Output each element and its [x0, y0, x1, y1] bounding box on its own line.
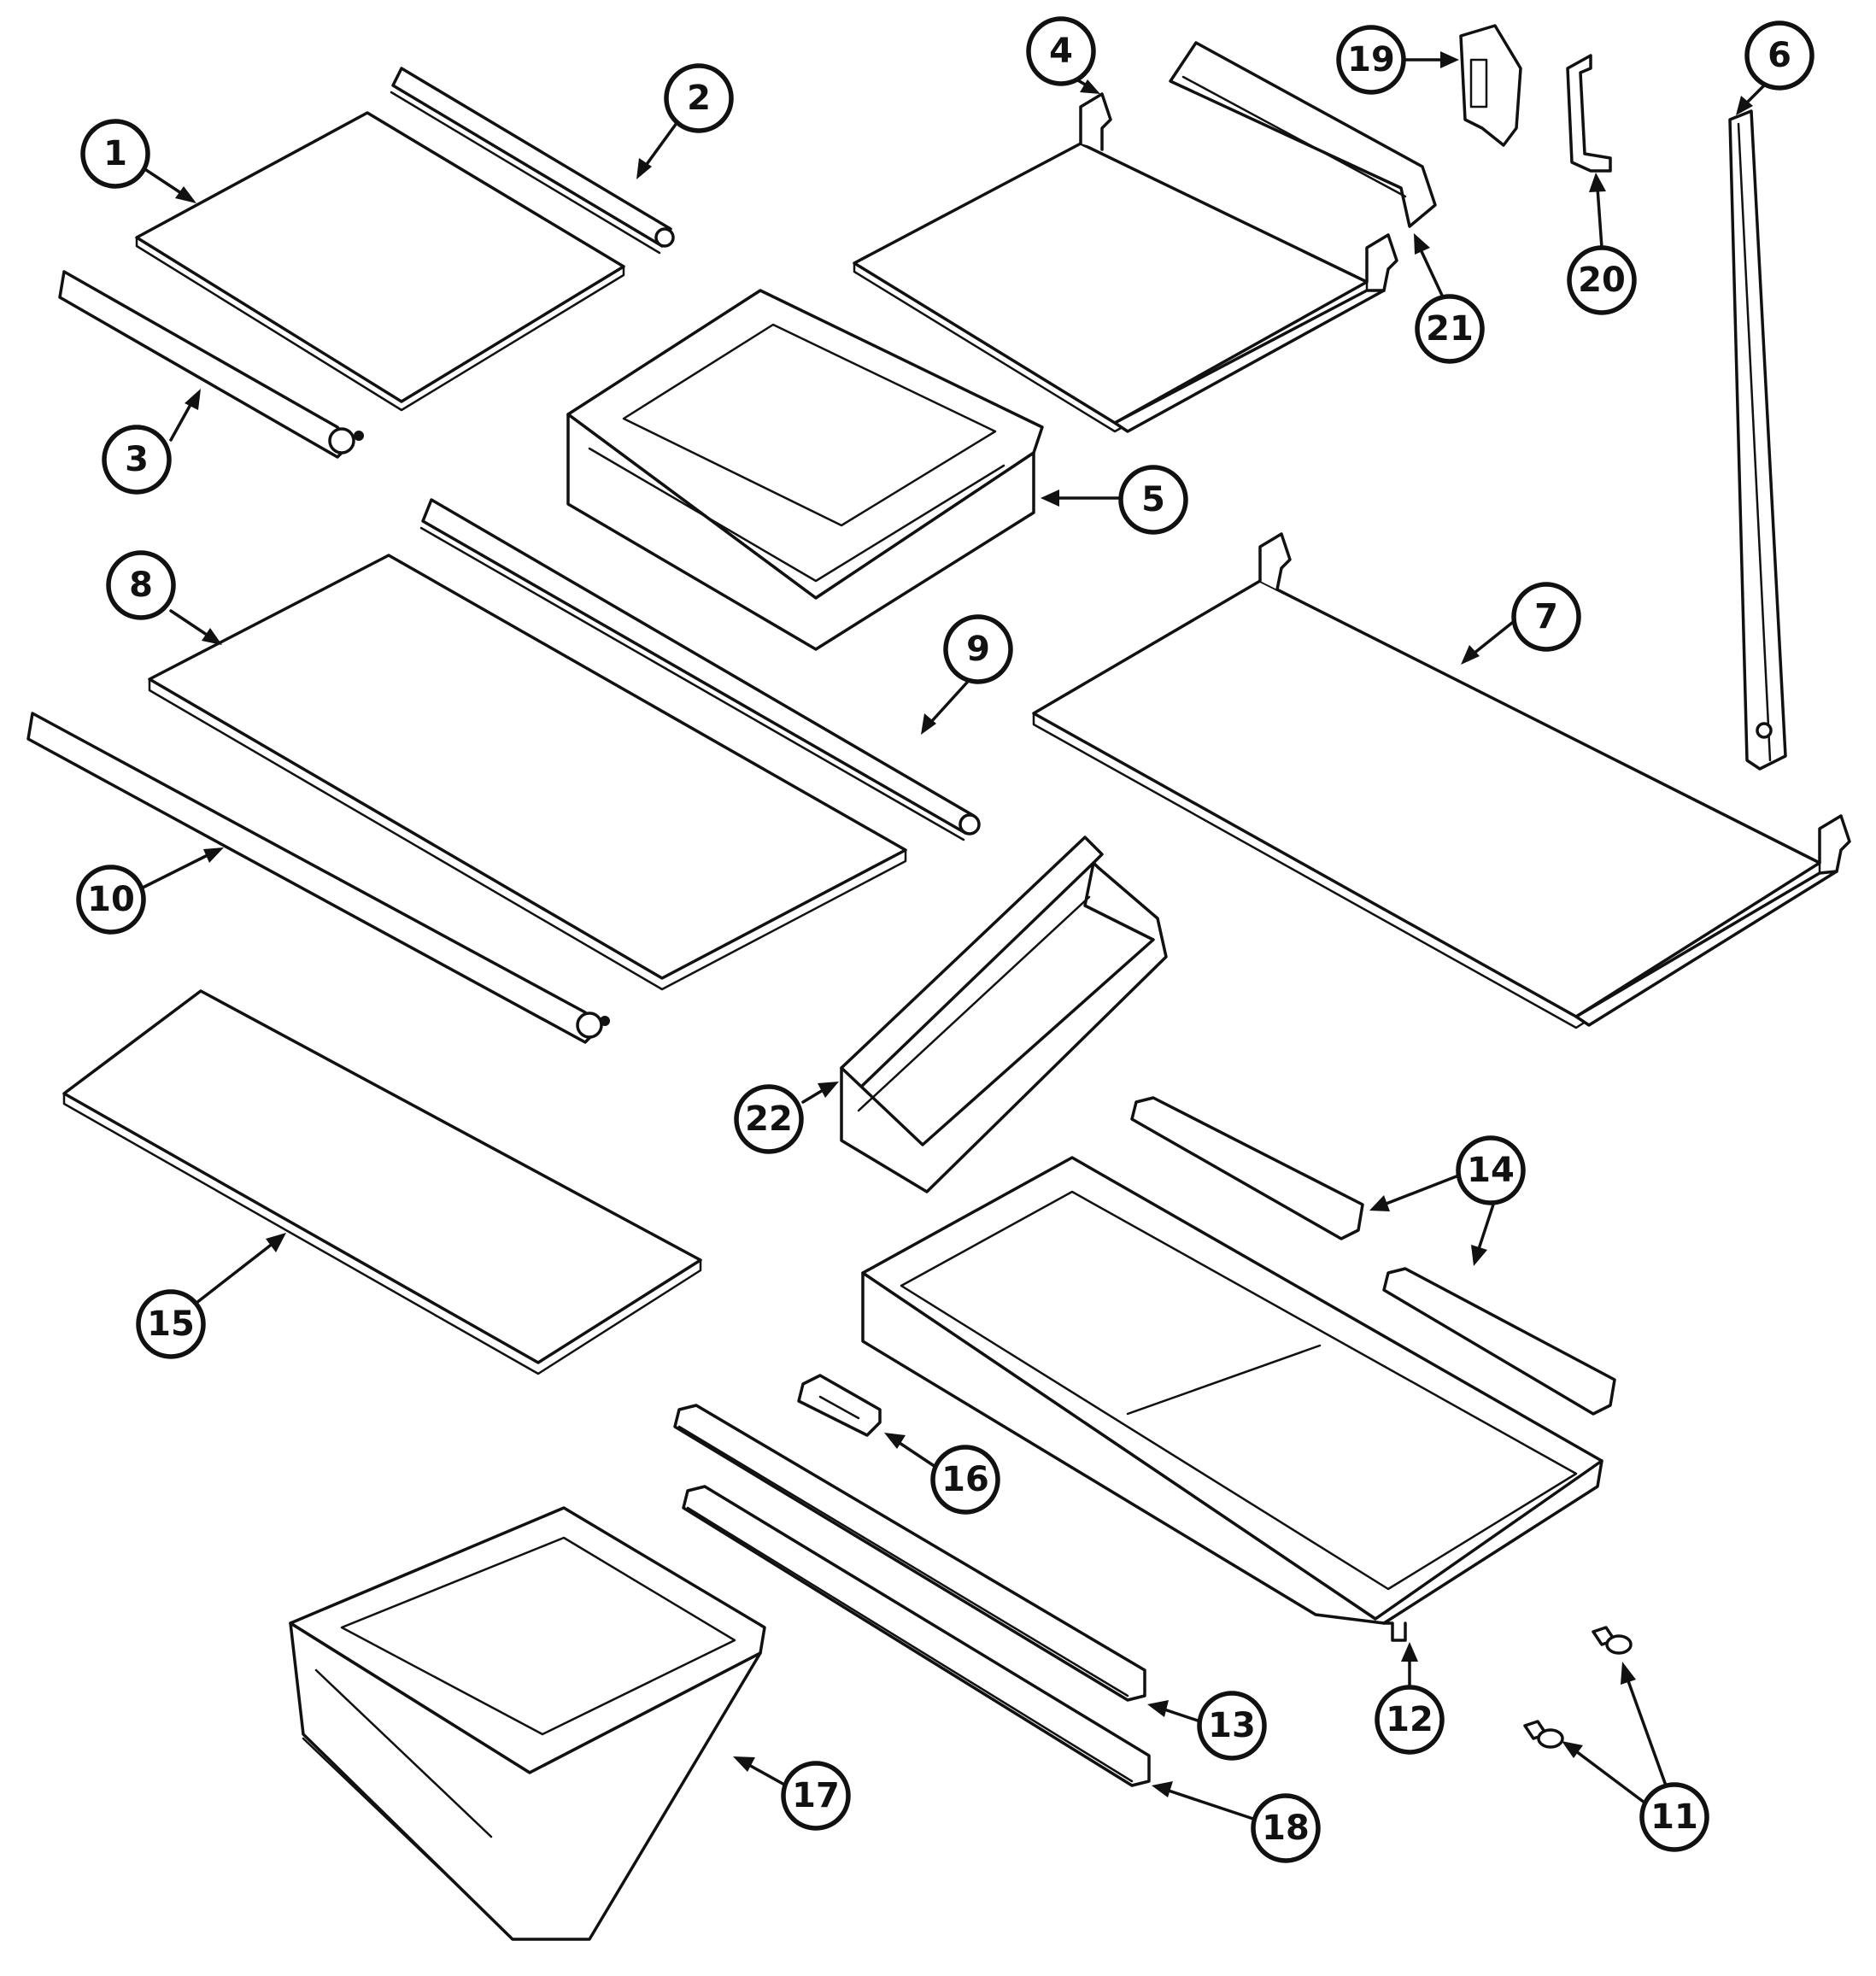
callout-6: 6: [1744, 21, 1814, 91]
part-10-front-trim: [26, 712, 610, 1044]
part-15-panel: [62, 989, 702, 1375]
callout-17: 17: [781, 1761, 851, 1831]
callout-5: 5: [1118, 465, 1188, 535]
callout-17-label: 17: [792, 1776, 840, 1815]
callout-16-label: 16: [941, 1460, 989, 1499]
callout-12: 12: [1375, 1685, 1445, 1755]
part-16-catch: [797, 1374, 882, 1437]
part-18-long-slide: [682, 1485, 1151, 1787]
callout-11-label: 11: [1650, 1797, 1698, 1837]
callout-19-label: 19: [1347, 40, 1395, 79]
part-20-hanger: [1566, 54, 1612, 173]
callout-21-label: 21: [1426, 309, 1474, 349]
callout-12-label: 12: [1386, 1700, 1433, 1739]
callout-15: 15: [136, 1289, 206, 1359]
callout-16: 16: [930, 1445, 1000, 1515]
callout-4-label: 4: [1049, 32, 1073, 71]
part-19-clip: [1459, 24, 1522, 147]
callout-10: 10: [76, 865, 146, 935]
callout-18: 18: [1251, 1793, 1321, 1863]
callout-20-label: 20: [1578, 261, 1626, 300]
callout-21: 21: [1415, 294, 1485, 364]
callout-5-label: 5: [1141, 480, 1165, 519]
callout-20: 20: [1567, 245, 1637, 315]
part-13-long-slide: [673, 1404, 1146, 1702]
part-6-vertical-rail: [1728, 109, 1787, 771]
callout-9-label: 9: [966, 630, 990, 669]
callout-19: 19: [1336, 25, 1406, 95]
part-22-trim-channel: [840, 836, 1168, 1193]
leader-lines: [139, 51, 1766, 1821]
part-8-glass-shelf: [148, 554, 907, 991]
part-5-crisper-drawer: [566, 289, 1044, 651]
callout-7: 7: [1511, 582, 1581, 652]
callout-13-label: 13: [1208, 1706, 1256, 1745]
callout-3-label: 3: [125, 440, 149, 479]
part-3-front-trim: [58, 270, 364, 459]
callout-7-label: 7: [1534, 597, 1558, 636]
callout-1-label: 1: [103, 134, 127, 173]
part-7-large-bracket-shelf: [1032, 532, 1851, 1029]
callout-10-label: 10: [87, 880, 135, 919]
callout-22: 22: [734, 1084, 804, 1154]
callout-2: 2: [664, 63, 734, 133]
callout-15-label: 15: [147, 1305, 195, 1344]
callout-6-label: 6: [1768, 36, 1791, 75]
part-17-crisper-drawer: [289, 1506, 766, 1941]
callout-14-label: 14: [1467, 1151, 1515, 1190]
part-14-drawer-slides: [1130, 1096, 1616, 1416]
callout-1: 1: [80, 119, 150, 189]
callout-14: 14: [1456, 1135, 1526, 1205]
part-9-rear-trim: [419, 498, 981, 841]
callout-8-label: 8: [129, 566, 153, 605]
part-2-rear-trim: [390, 67, 675, 255]
callout-13: 13: [1197, 1691, 1267, 1761]
callout-22-label: 22: [745, 1099, 793, 1139]
part-12-crisper-cover: [861, 1156, 1603, 1642]
callout-4: 4: [1026, 16, 1096, 86]
callout-18-label: 18: [1262, 1809, 1310, 1848]
callout-2-label: 2: [687, 79, 711, 118]
part-11-screws: [1523, 1626, 1633, 1749]
callout-9: 9: [943, 614, 1013, 684]
callout-3: 3: [102, 425, 172, 495]
callout-8: 8: [106, 550, 176, 620]
callout-11: 11: [1639, 1782, 1709, 1852]
part-21-shelf-rear-trim: [1169, 41, 1437, 228]
part-1-glass-shelf: [135, 111, 625, 412]
part-4-bracket-shelf: [853, 92, 1398, 433]
